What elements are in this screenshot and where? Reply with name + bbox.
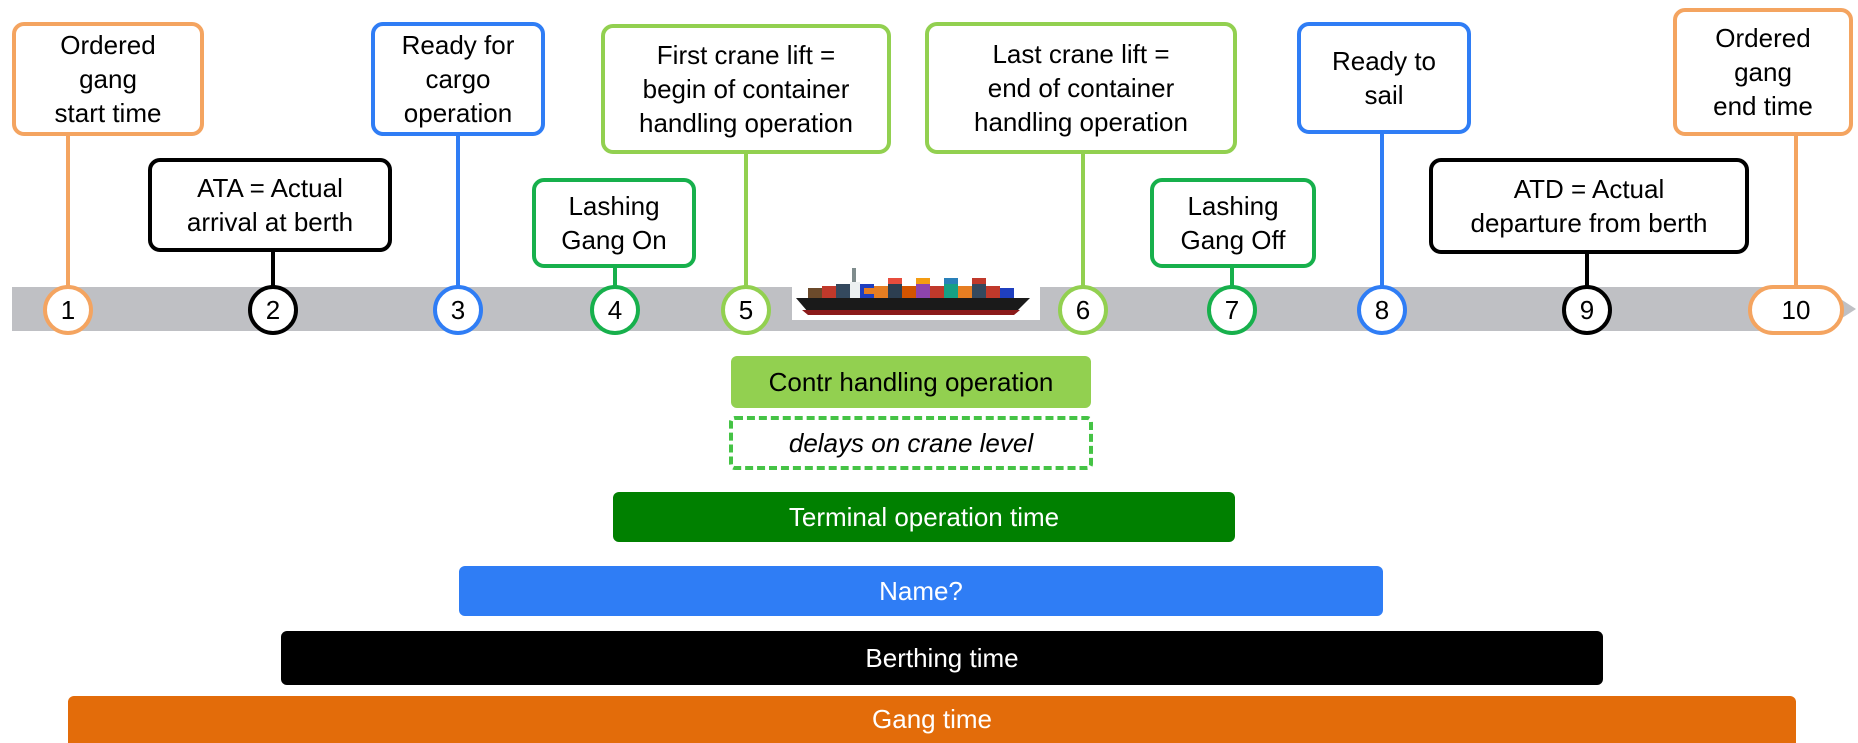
bar-gang-time: Gang time <box>68 696 1796 743</box>
bar-terminal-operation-time: Terminal operation time <box>613 492 1235 542</box>
bar-name: Name? <box>459 566 1383 616</box>
container-ship-icon <box>792 262 1040 320</box>
milestone-circle-3: 3 <box>433 285 483 335</box>
callout-label: Lashing Gang Off <box>1180 191 1286 255</box>
callout-label: Last crane lift = end of container handl… <box>974 39 1188 137</box>
callout-first-crane-lift: First crane lift = begin of container ha… <box>601 24 891 154</box>
connector-6 <box>1081 152 1085 292</box>
milestone-number: 6 <box>1075 295 1091 325</box>
callout-lashing-gang-off: Lashing Gang Off <box>1150 178 1316 268</box>
milestone-circle-10: 10 <box>1748 285 1844 335</box>
milestone-number: 2 <box>265 295 281 325</box>
bar-label: Berthing time <box>865 642 1019 673</box>
milestone-number: 1 <box>60 295 76 325</box>
milestone-circle-8: 8 <box>1357 285 1407 335</box>
milestone-number: 7 <box>1224 295 1240 325</box>
connector-2 <box>271 250 275 292</box>
bar-label: Name? <box>879 575 963 606</box>
bar-label: Gang time <box>872 704 992 734</box>
milestone-number: 8 <box>1374 295 1390 325</box>
callout-label: First crane lift = begin of container ha… <box>639 40 853 138</box>
connector-9 <box>1585 252 1589 292</box>
connector-4 <box>613 266 617 292</box>
bar-label: Contr handling operation <box>768 366 1054 397</box>
milestone-circle-4: 4 <box>590 285 640 335</box>
milestone-circle-2: 2 <box>248 285 298 335</box>
milestone-circle-5: 5 <box>721 285 771 335</box>
milestone-number: 3 <box>450 295 466 325</box>
callout-label: Lashing Gang On <box>561 191 667 255</box>
callout-label: Ordered gang start time <box>54 30 162 128</box>
callout-label: Ordered gang end time <box>1713 23 1813 121</box>
callout-label: ATA = Actual arrival at berth <box>186 173 354 237</box>
callout-last-crane-lift: Last crane lift = end of container handl… <box>925 22 1237 154</box>
callout-ready-for-cargo-operation: Ready for cargo operation <box>371 22 545 136</box>
connector-5 <box>744 152 748 292</box>
bar-berthing-time: Berthing time <box>281 631 1603 685</box>
callout-ready-to-sail: Ready to sail <box>1297 22 1471 134</box>
milestone-number: 4 <box>607 295 623 325</box>
callout-ordered-gang-end-time: Ordered gang end time <box>1673 8 1853 136</box>
milestone-circle-6: 6 <box>1058 285 1108 335</box>
callout-label: Ready for cargo operation <box>401 30 515 128</box>
callout-label: ATD = Actual departure from berth <box>1470 174 1708 238</box>
connector-7 <box>1230 266 1234 292</box>
bar-label: Terminal operation time <box>788 501 1060 532</box>
milestone-number: 9 <box>1579 295 1595 325</box>
milestone-circle-1: 1 <box>43 285 93 335</box>
milestone-circle-9: 9 <box>1562 285 1612 335</box>
milestone-number: 10 <box>1781 295 1811 325</box>
callout-atd: ATD = Actual departure from berth <box>1429 158 1749 254</box>
milestone-circle-7: 7 <box>1207 285 1257 335</box>
bar-delays-on-crane-level: delays on crane level <box>729 416 1093 470</box>
connector-1 <box>66 136 70 292</box>
bar-contr-handling-operation: Contr handling operation <box>731 356 1091 408</box>
connector-10 <box>1794 134 1798 292</box>
milestone-number: 5 <box>738 295 754 325</box>
callout-ordered-gang-start-time: Ordered gang start time <box>12 22 204 136</box>
callout-ata: ATA = Actual arrival at berth <box>148 158 392 252</box>
bar-label: delays on crane level <box>788 427 1034 458</box>
connector-3 <box>456 134 460 292</box>
connector-8 <box>1380 134 1384 292</box>
callout-lashing-gang-on: Lashing Gang On <box>532 178 696 268</box>
callout-label: Ready to sail <box>1331 46 1437 110</box>
